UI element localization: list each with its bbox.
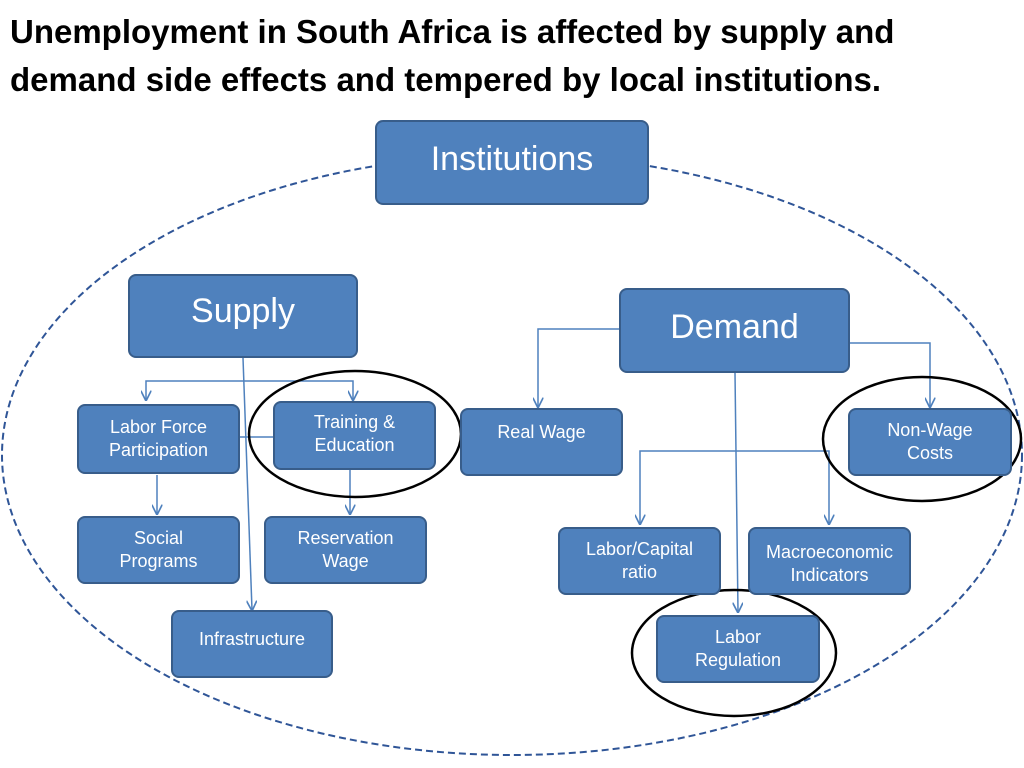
supply-connectors bbox=[146, 357, 353, 610]
institutions-box: Institutions bbox=[375, 120, 649, 205]
demand-connectors bbox=[538, 328, 930, 612]
non-wage-costs-box: Non-Wage Costs bbox=[848, 408, 1012, 476]
training-education-box: Training & Education bbox=[273, 401, 436, 470]
real-wage-box: Real Wage bbox=[460, 408, 623, 476]
highlight-circle-labor-regulation bbox=[630, 588, 838, 718]
labor-capital-ratio-box: Labor/Capital ratio bbox=[558, 527, 721, 595]
supply-box: Supply bbox=[128, 274, 358, 358]
highlight-circle-non-wage bbox=[821, 375, 1023, 503]
labor-force-participation-box: Labor Force Participation bbox=[77, 404, 240, 474]
infrastructure-box: Infrastructure bbox=[171, 610, 333, 678]
macroeconomic-indicators-box: Macroeconomic Indicators bbox=[748, 527, 911, 595]
slide-title: Unemployment in South Africa is affected… bbox=[10, 13, 895, 98]
reservation-wage-box: Reservation Wage bbox=[264, 516, 427, 584]
labor-regulation-box: Labor Regulation bbox=[656, 615, 820, 683]
social-programs-box: Social Programs bbox=[77, 516, 240, 584]
demand-box: Demand bbox=[619, 288, 850, 373]
